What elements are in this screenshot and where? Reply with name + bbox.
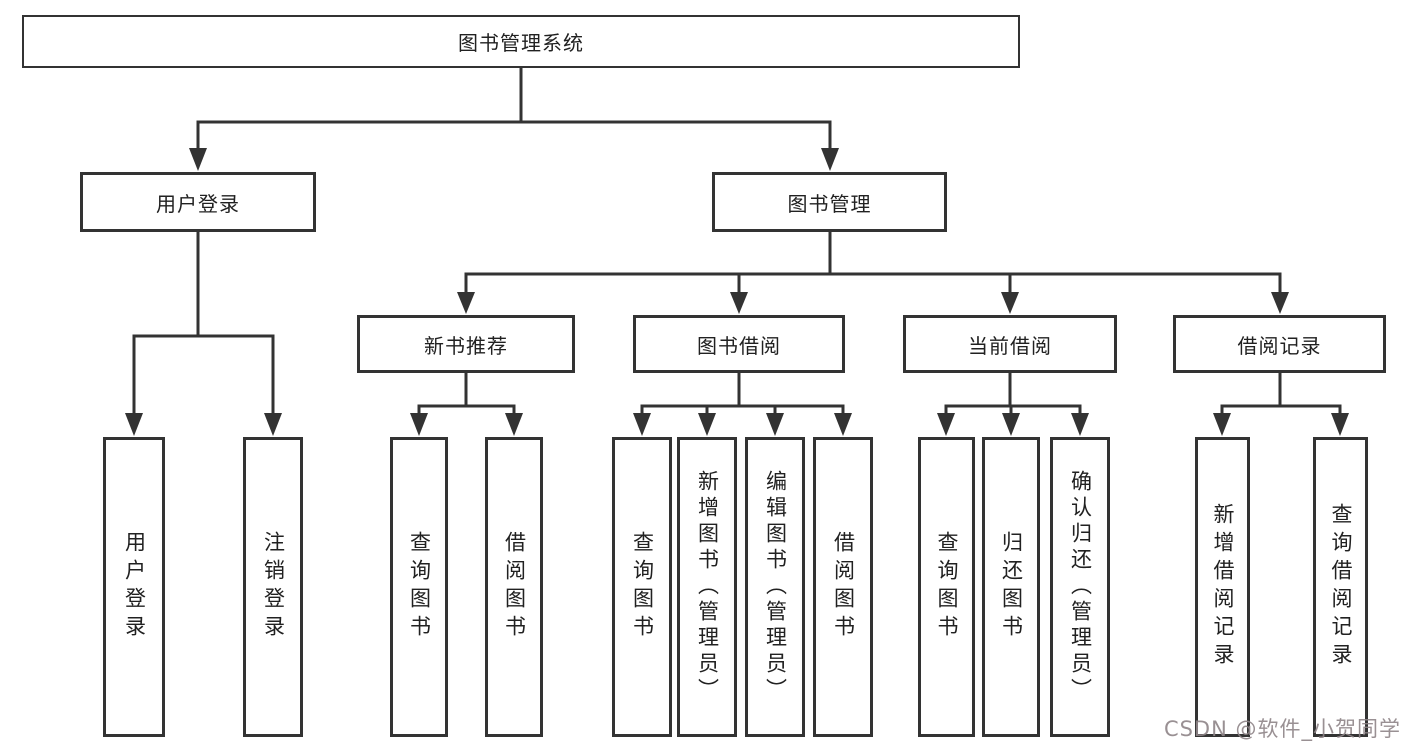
leaf-return-book: 归还图书 — [982, 437, 1040, 737]
node-label: 查询图书 — [407, 531, 432, 643]
node-label: 新增借阅记录 — [1211, 503, 1235, 671]
arrow-down-icon — [1213, 413, 1231, 436]
arrow-down-icon — [457, 292, 475, 314]
leaf-query-book-current: 查询图书 — [918, 437, 975, 737]
leaf-query-book-borrow: 查询图书 — [612, 437, 672, 737]
leaf-add-borrow-record: 新增借阅记录 — [1195, 437, 1250, 737]
arrow-down-icon — [698, 413, 716, 436]
arrow-down-icon — [189, 148, 207, 171]
arrow-down-icon — [937, 413, 955, 436]
leaf-logout: 注销登录 — [243, 437, 303, 737]
node-label: 注销登录 — [261, 531, 286, 643]
arrow-down-icon — [1001, 292, 1019, 314]
leaf-borrow-book: 借阅图书 — [813, 437, 873, 737]
node-label: 查询图书 — [630, 531, 655, 643]
node-label: 借阅图书 — [502, 531, 527, 643]
node-label: 新书推荐 — [424, 333, 508, 358]
arrow-down-icon — [633, 413, 651, 436]
node-label: 图书管理系统 — [458, 31, 584, 55]
leaf-confirm-return-admin: 确认归还（管理员） — [1050, 437, 1110, 737]
leaf-edit-book-admin: 编辑图书（管理员） — [745, 437, 805, 737]
leaf-query-borrow-record: 查询借阅记录 — [1313, 437, 1368, 737]
node-book-borrow: 图书借阅 — [633, 315, 845, 373]
arrow-down-icon — [730, 292, 748, 314]
node-label: 新增图书（管理员） — [695, 470, 720, 704]
node-label: 归还图书 — [999, 531, 1024, 643]
arrow-down-icon — [1071, 413, 1089, 436]
arrow-down-icon — [1331, 413, 1349, 436]
node-label: 图书管理 — [787, 191, 872, 216]
node-label: 当前借阅 — [968, 333, 1052, 358]
arrow-down-icon — [505, 413, 523, 436]
node-label: 借阅图书 — [831, 531, 856, 643]
node-label: 查询图书 — [935, 531, 959, 643]
arrow-down-icon — [410, 413, 428, 436]
node-current-borrow: 当前借阅 — [903, 315, 1117, 373]
node-book-management-branch: 图书管理 — [712, 172, 947, 232]
arrow-down-icon — [834, 413, 852, 436]
csdn-watermark: CSDN @软件_小贺同学 — [1163, 717, 1401, 741]
node-label: 确认归还（管理员） — [1068, 470, 1093, 704]
node-label: 用户登录 — [122, 531, 147, 643]
leaf-user-login: 用户登录 — [103, 437, 165, 737]
leaf-query-book-recommend: 查询图书 — [390, 437, 448, 737]
node-label: 图书借阅 — [697, 333, 781, 358]
arrow-down-icon — [766, 413, 784, 436]
arrow-down-icon — [1002, 413, 1020, 436]
node-library-system-root: 图书管理系统 — [22, 15, 1020, 68]
node-label: 查询借阅记录 — [1329, 503, 1353, 671]
arrow-down-icon — [125, 413, 143, 436]
leaf-borrow-book-recommend: 借阅图书 — [485, 437, 543, 737]
arrow-down-icon — [1271, 292, 1289, 314]
node-label: 用户登录 — [156, 191, 240, 216]
leaf-add-book-admin: 新增图书（管理员） — [677, 437, 737, 737]
node-label: 编辑图书（管理员） — [763, 470, 788, 704]
arrow-down-icon — [264, 413, 282, 436]
node-new-book-recommend: 新书推荐 — [357, 315, 575, 373]
node-borrow-record: 借阅记录 — [1173, 315, 1386, 373]
node-label: 借阅记录 — [1237, 333, 1322, 358]
arrow-down-icon — [821, 148, 839, 171]
node-user-login-branch: 用户登录 — [80, 172, 316, 232]
